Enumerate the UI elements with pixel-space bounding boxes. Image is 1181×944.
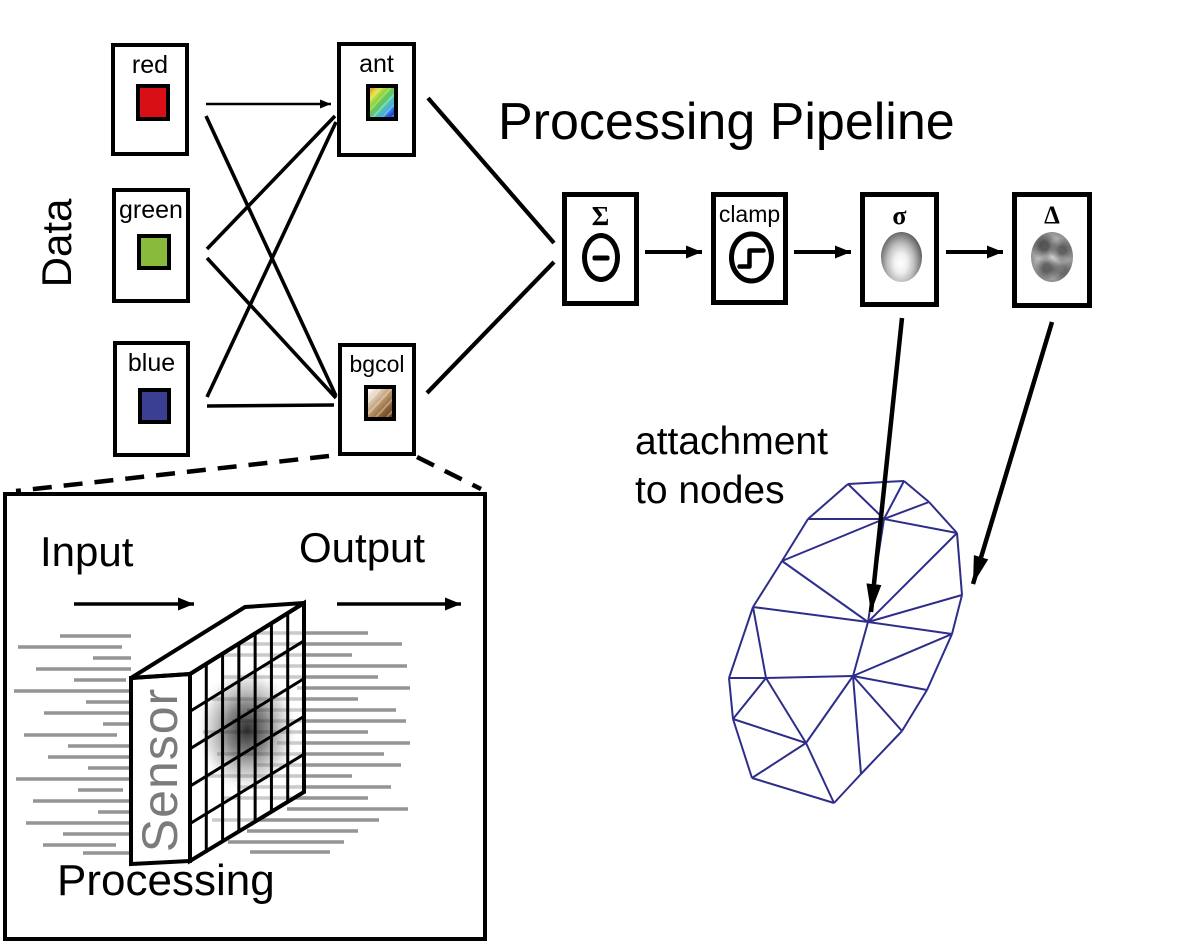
output-label: Output <box>299 524 426 571</box>
callout-dashed-left <box>15 453 330 494</box>
arrow-delta-sphere-to-node <box>970 321 1055 585</box>
sensor-slab-top-face <box>131 603 304 678</box>
stage-label-delta: Δ <box>1044 202 1060 229</box>
minus-glyph <box>592 255 610 260</box>
processing-label: Processing <box>57 856 275 905</box>
data-group-label: Data <box>33 198 80 288</box>
attachment-arrows <box>866 317 1055 613</box>
line-blue-to-bgcol <box>206 403 335 408</box>
line-red-to-bgcol <box>204 115 338 397</box>
bgcol-gradient-swatch <box>364 385 396 421</box>
node-label-ant: ant <box>359 50 394 78</box>
line-bgcol-to-sigma <box>425 260 556 395</box>
circle-step-icon <box>729 231 774 284</box>
green-swatch <box>137 234 171 270</box>
pipeline-stage-delta: Δ <box>1012 192 1092 308</box>
arrow-sigma-sphere-to-node <box>866 317 905 613</box>
line-green-to-ant <box>205 114 337 251</box>
line-blue-to-ant <box>205 121 338 398</box>
sensor-label: Sensor <box>132 687 188 853</box>
pipeline-stage-sum: Σ <box>562 192 639 306</box>
node-box-green: green <box>112 188 190 303</box>
shaded-sphere-icon <box>881 232 922 282</box>
stage-label-sum: Σ <box>591 201 610 231</box>
callout-dashed-right <box>415 454 483 492</box>
pipeline-stage-sigma: σ <box>860 192 939 307</box>
line-green-to-bgcol <box>205 256 338 400</box>
sensor-inset-frame <box>3 492 487 941</box>
line-ant-to-sigma <box>426 96 556 245</box>
input-stream-lines <box>14 634 131 855</box>
sensor-inset-illustration <box>14 597 461 867</box>
page-title: Processing Pipeline <box>498 93 955 151</box>
stage-label-sigma: σ <box>892 201 907 230</box>
node-box-blue: blue <box>113 341 190 457</box>
pipeline-stage-clamp: clamp <box>711 192 788 305</box>
node-label-blue: blue <box>127 349 176 377</box>
mottled-sphere-icon <box>1031 232 1073 282</box>
stage-label-clamp: clamp <box>718 201 781 227</box>
attachment-caption-line2: to nodes <box>635 468 785 512</box>
node-box-red: red <box>111 43 189 156</box>
node-label-red: red <box>131 51 169 79</box>
sensor-grid-lines <box>189 613 305 852</box>
node-label-green: green <box>119 196 183 224</box>
node-label-bgcol: bgcol <box>349 351 405 377</box>
attachment-caption-line1: attachment <box>635 420 828 463</box>
sensor-front-face <box>131 674 190 864</box>
node-box-bgcol: bgcol <box>338 343 416 456</box>
blue-swatch <box>138 388 171 424</box>
circle-minus-icon <box>582 233 620 282</box>
data-to-feature-lines <box>204 99 338 408</box>
ant-gradient-swatch <box>366 84 398 121</box>
inset-callout-lines <box>15 453 483 494</box>
sensor-slab-outlines <box>129 599 306 867</box>
node-box-ant: ant <box>337 42 416 157</box>
attachment-caption: attachment to nodes <box>635 418 828 516</box>
input-label: Input <box>40 528 134 575</box>
feature-to-pipeline-lines <box>425 96 556 395</box>
mesh <box>728 480 963 804</box>
red-swatch <box>136 84 170 121</box>
